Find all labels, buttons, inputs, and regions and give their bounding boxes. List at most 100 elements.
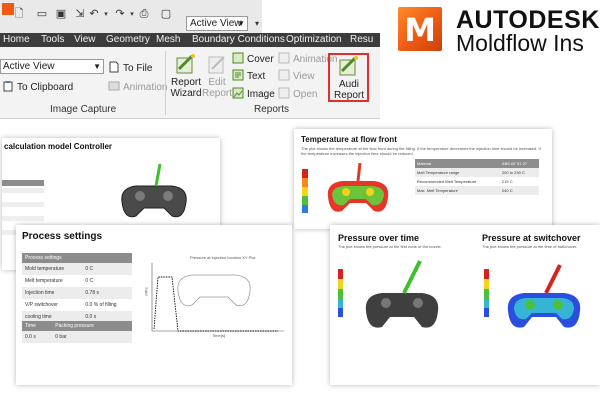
temperature-description: The plot shows the temperature at the fl…	[301, 146, 541, 156]
open-report-button[interactable]: Open	[278, 87, 317, 100]
save-icon[interactable]: ▣	[55, 7, 67, 20]
process-header-label: Process settings	[22, 253, 83, 263]
image-capture-group-label: Image Capture	[50, 104, 117, 115]
pressure-legend-right	[484, 269, 489, 317]
screen-icon[interactable]: ▢	[160, 7, 172, 20]
edit-report-button[interactable]: Edit Report	[202, 53, 232, 99]
pressure-at-switchover-description: The plot shows the pressure at the time …	[482, 244, 578, 249]
animation-icon	[108, 81, 120, 91]
text-icon	[232, 69, 244, 81]
chevron-down-icon: ▼	[237, 19, 245, 28]
menu-item-optimization[interactable]: Optimization	[286, 34, 342, 45]
pressure-over-time-description: The plot shows the pressure at the first…	[338, 244, 442, 249]
image-icon	[232, 87, 244, 99]
customize-dropdown-icon[interactable]: ▾	[254, 19, 259, 28]
text-label: Text	[247, 71, 266, 82]
brand-name: AUTODESK	[456, 6, 600, 34]
to-clipboard-button[interactable]: To Clipboard	[2, 80, 73, 93]
menu-item-mesh[interactable]: Mesh	[156, 34, 181, 45]
table-cell: 240 C	[499, 186, 539, 195]
view-combo[interactable]: Active View ▼	[186, 16, 248, 31]
table-cell: Mold temperature	[22, 263, 83, 275]
pressure-over-time-model-image	[365, 260, 439, 328]
table-cell: Max. Melt Temperature	[415, 186, 500, 195]
report-wizard-label-1: Report	[170, 77, 201, 88]
undo-icon[interactable]: ↶	[89, 7, 99, 20]
menu-item-results[interactable]: Resu	[350, 34, 374, 45]
process-header-value	[82, 253, 132, 263]
report-wizard-button[interactable]: Report Wizard	[168, 53, 204, 99]
to-file-label: To File	[123, 63, 153, 74]
logo-letter: M	[404, 11, 436, 49]
table-cell: 0 C	[85, 278, 94, 284]
pressure-over-time-title: Pressure over time	[338, 233, 420, 243]
edit-report-icon	[208, 56, 225, 74]
report-animation-button[interactable]: Animation	[278, 52, 337, 65]
audit-report-button[interactable]: Audi Report	[331, 55, 367, 101]
table-cell: V/P switchover	[25, 302, 58, 308]
pressure-at-switchover-model-image	[507, 264, 581, 328]
table-cell: Melt temperature	[25, 278, 63, 284]
import-icon[interactable]: ⇲	[75, 7, 85, 20]
menu-item-tools[interactable]: Tools	[41, 34, 65, 45]
menu-item-home[interactable]: Home	[3, 34, 30, 45]
report-animation-label: Animation	[293, 54, 338, 65]
view-combo-value: Active View	[190, 18, 242, 29]
undo-dropdown-icon[interactable]: ▾	[104, 10, 108, 18]
temperature-legend	[302, 169, 308, 213]
ribbon-divider	[165, 51, 166, 115]
print-icon[interactable]: ⎙	[139, 7, 149, 20]
temperature-page-title: Temperature at flow front	[301, 135, 397, 144]
open-folder-icon[interactable]: ▭	[36, 7, 48, 20]
moldflow-logo: M	[398, 7, 442, 51]
table-cell: Melt Temperature range	[415, 168, 500, 177]
menu-item-geometry[interactable]: Geometry	[106, 34, 150, 45]
ribbon: Active View ▼ To File To Clipboard Anima…	[0, 47, 380, 119]
animation-icon	[278, 52, 290, 64]
quick-access-toolbar: 🗋 ▭ ▣ ⇲ ↶ ▾ ↷ ▾ ⎙ ▢ Active View ▼ ▾	[0, 0, 262, 33]
table-cell: Injection time	[22, 287, 83, 299]
audit-report-highlight	[328, 53, 369, 102]
image-label: Image	[247, 89, 275, 100]
edit-report-label-2: Report	[202, 88, 233, 99]
menu-bar: Home Tools View Geometry Mesh Boundary C…	[0, 33, 380, 47]
cover-label: Cover	[247, 54, 274, 65]
clipboard-icon	[3, 81, 13, 92]
edit-report-label-1: Edit	[208, 77, 226, 88]
capture-animation-label: Animation	[123, 82, 168, 93]
menu-item-boundary-conditions[interactable]: Boundary Conditions	[192, 34, 285, 45]
material-header-value: ABS AF 51 27	[499, 159, 539, 168]
table-cell: 215 C	[501, 179, 513, 184]
material-header-label: Material	[415, 159, 500, 168]
pressure-plot-xlabel: Time[s]	[212, 333, 225, 338]
to-clipboard-label: To Clipboard	[17, 82, 74, 93]
logo-m-small-icon[interactable]	[2, 3, 14, 15]
product-name: Moldflow Ins	[456, 30, 584, 56]
cover-button[interactable]: Cover	[232, 52, 274, 65]
redo-icon[interactable]: ↷	[115, 7, 125, 20]
image-button[interactable]: Image	[232, 87, 275, 100]
view-icon	[278, 69, 290, 81]
reports-group-label: Reports	[254, 104, 290, 115]
report-wizard-label-2: Wizard	[170, 88, 202, 99]
audit-report-label-2: Report	[333, 90, 364, 101]
capture-source-select[interactable]: Active View ▼	[0, 59, 104, 74]
menu-item-view[interactable]: View	[74, 34, 96, 45]
pressure-plot	[151, 263, 284, 332]
report-wizard-icon	[176, 54, 195, 74]
audit-report-label-1: Audi	[338, 79, 359, 90]
pressure-legend-left	[338, 269, 343, 317]
redo-dropdown-icon[interactable]: ▾	[130, 10, 134, 18]
packing-header-time: Time	[22, 321, 53, 331]
table-cell: 200 to 230 C	[499, 168, 539, 177]
new-file-icon[interactable]: 🗋	[14, 7, 24, 20]
capture-animation-button[interactable]: Animation	[108, 80, 167, 93]
table-cell: 0.78 s	[82, 287, 132, 299]
text-button[interactable]: Text	[232, 69, 265, 82]
file-icon	[109, 61, 119, 73]
temperature-model-image	[327, 162, 389, 212]
capture-source-value: Active View	[3, 61, 55, 72]
view-report-button[interactable]: View	[278, 69, 315, 82]
to-file-button[interactable]: To File	[108, 61, 152, 74]
